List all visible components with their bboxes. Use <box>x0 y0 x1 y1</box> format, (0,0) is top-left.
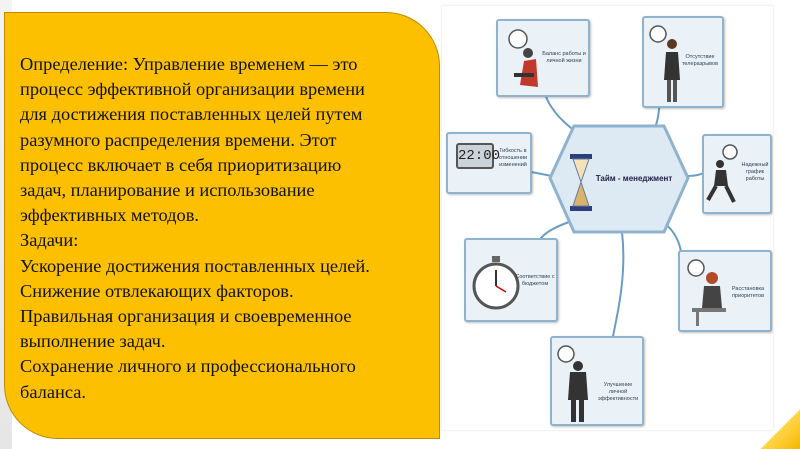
definition-panel <box>4 12 440 439</box>
card-label: Расстановка приоритетов <box>731 286 765 299</box>
text-line: Снижение отвлекающих факторов. <box>20 280 294 301</box>
text-line: для достижения поставленных целей путем <box>20 104 363 125</box>
text-line: эффективных методов. <box>20 205 200 226</box>
woman-at-desk-icon <box>687 259 726 326</box>
text-line: Задачи: <box>20 230 79 251</box>
text-line: Определение: Управление временем — это <box>20 54 358 74</box>
card-budget: Соответствие с бюджетом <box>464 238 558 322</box>
text-line: Правильная организация и своевременное <box>20 306 352 327</box>
card-label: Баланс работы и личной жизни <box>542 51 586 64</box>
text-line: Сохранение личного и профессионального <box>20 356 356 377</box>
card-personal-efficiency: Улучшение личной эффективности <box>550 336 644 426</box>
text-line: выполнение задач. <box>20 331 166 352</box>
text-line: процесс эффективной организации времени <box>20 79 365 100</box>
stopwatch-icon <box>472 256 520 310</box>
card-no-teleinterruptions: Отсутствие телеразрывов <box>642 16 724 108</box>
businessman-icon <box>557 345 588 422</box>
text-line: Ускорение достижения поставленных целей. <box>20 255 370 276</box>
text-line: баланса. <box>20 381 87 402</box>
card-work-life-balance: Баланс работы и личной жизни <box>496 19 590 97</box>
connector-line <box>611 231 625 342</box>
card-label: Отсутствие телеразрывов <box>681 54 719 67</box>
card-label: Улучшение личной эффективности <box>597 382 639 402</box>
running-man-icon <box>706 144 738 203</box>
digital-clock: 22:00 <box>456 143 500 169</box>
card-label: Соответствие с бюджетом <box>515 274 555 287</box>
time-management-diagram: Тайм - менеджмент Баланс работы и личной… <box>442 6 773 430</box>
person-figure-icon <box>508 29 538 87</box>
card-flexibility: 22:00 Гибкость в отношении изменений <box>446 132 532 194</box>
card-reliable-schedule: Надежный график работы <box>702 134 772 214</box>
text-line: разумного распределения времени. Этот <box>20 129 337 150</box>
text-line: задач, планирование и использование <box>20 180 315 201</box>
card-prioritization: Расстановка приоритетов <box>678 250 772 332</box>
businesswoman-icon <box>649 25 680 102</box>
text-line: процесс включает в себя приоритизацию <box>20 154 342 175</box>
center-title: Тайм - менеджмент <box>595 174 673 183</box>
card-label: Надежный график работы <box>741 162 769 182</box>
hourglass-icon <box>570 154 592 211</box>
definition-text: Определение: Управление временем — это п… <box>20 52 436 405</box>
card-label: Гибкость в отношении изменений <box>498 148 528 168</box>
